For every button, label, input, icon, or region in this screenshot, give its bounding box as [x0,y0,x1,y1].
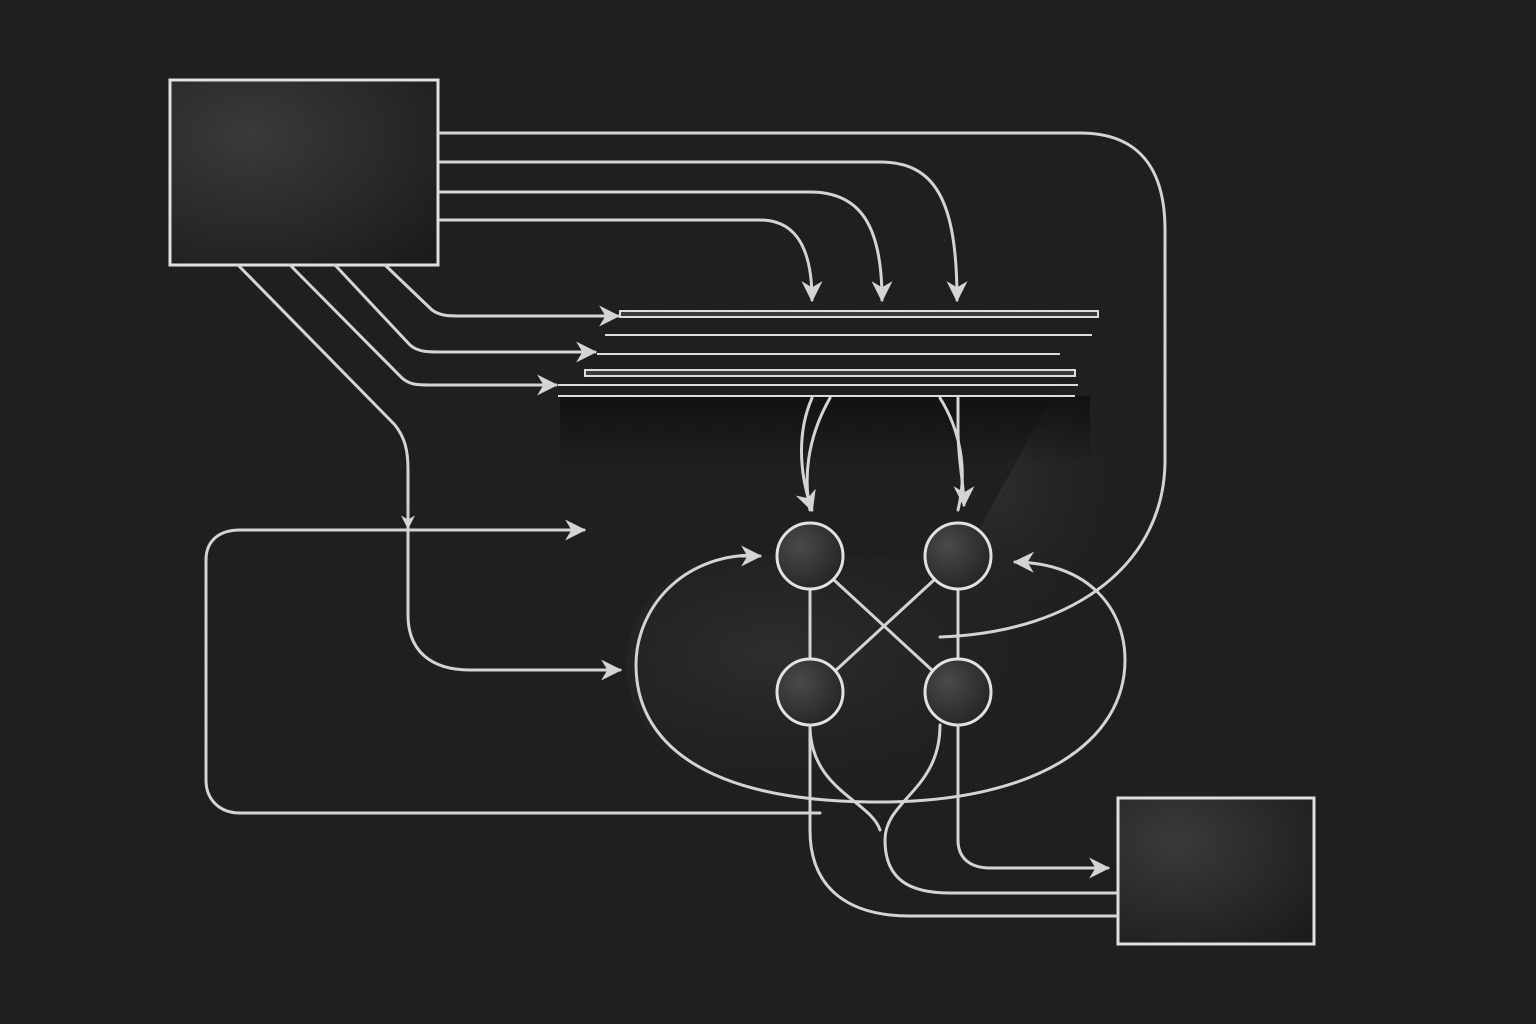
connector-bus-node-2a [953,396,975,508]
connector-left-frame [204,519,822,815]
connector-node4-target [956,723,1111,879]
connector-source-bus-2 [333,263,598,363]
node-bottom-right[interactable] [923,657,993,727]
source-box[interactable] [168,78,440,267]
connector-source-bus-1 [383,263,621,327]
connector-node4-target-b [883,723,1120,895]
connector-bus-node-1b [805,396,832,512]
target-box[interactable] [1116,796,1316,946]
connector-source-bus-3 [288,263,559,396]
link-node2-node3 [832,578,936,674]
connector-source-loop-right [438,131,1167,639]
connector-source-loop [236,263,623,681]
bus-lines [558,310,1099,397]
node-bottom-left[interactable] [775,657,845,727]
connector-source-bus-b [438,190,893,303]
node-top-left[interactable] [775,521,845,591]
node-top-right[interactable] [923,521,993,591]
connector-node3-target [808,723,1120,918]
connector-source-bus-c [438,160,968,303]
connector-source-bus-a [438,218,823,303]
connector-node-loop [634,551,1127,804]
connector-node3-merge [808,723,882,832]
bus-line-1 [619,310,1099,318]
bus-line-3 [584,369,1076,377]
connector-bus-node-2b [938,396,964,512]
